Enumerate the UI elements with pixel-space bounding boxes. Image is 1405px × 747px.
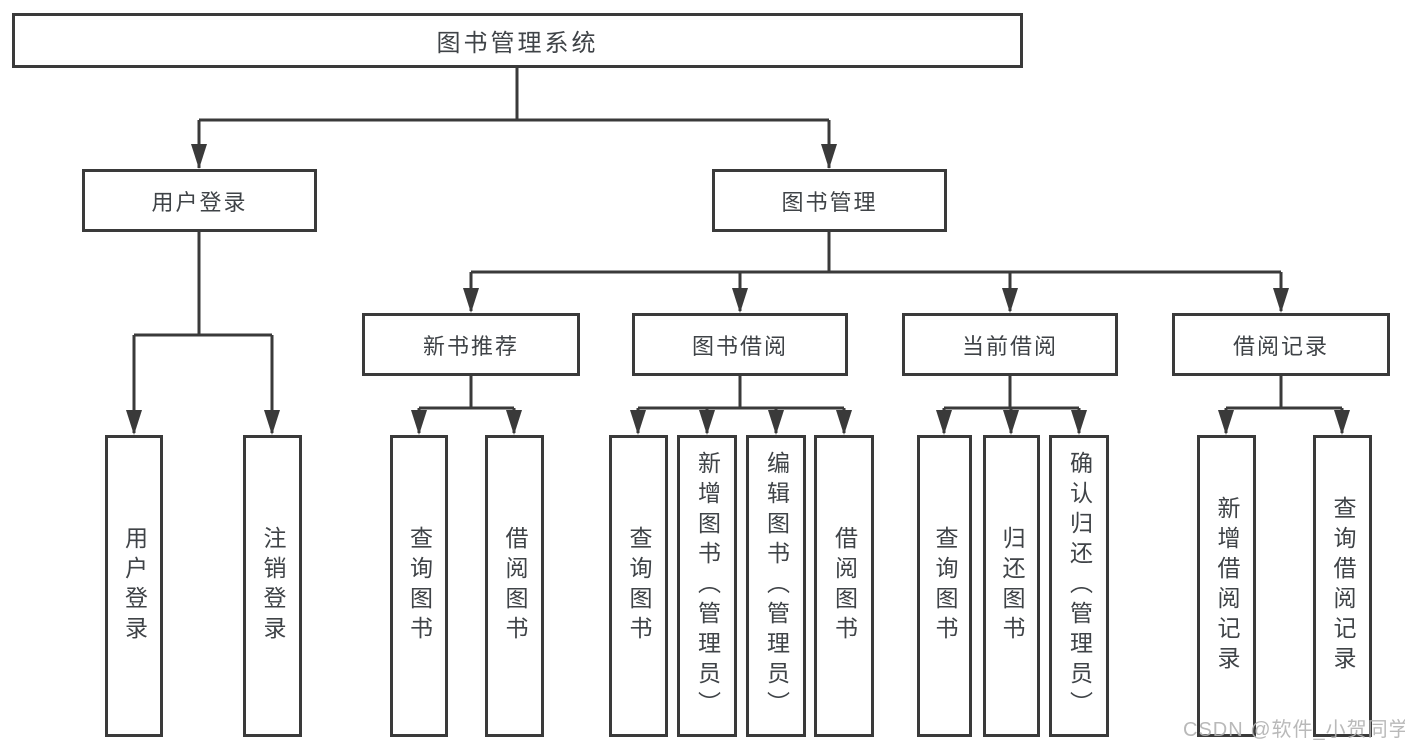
connector-userlogin-to-leaves — [132, 232, 274, 433]
node-logout: 注销登录 — [243, 435, 302, 737]
node-add-books-admin: 新增图书（管理员） — [677, 435, 737, 737]
node-query-books-borrowing: 查询图书 — [609, 435, 668, 737]
node-label: 查询图书 — [406, 526, 433, 646]
node-label: 用户登录 — [121, 526, 148, 646]
node-label: 图书借阅 — [691, 333, 788, 359]
node-label: 编辑图书（管理员） — [763, 451, 790, 721]
node-label: 当前借阅 — [961, 333, 1058, 359]
node-user-login: 用户登录 — [82, 169, 317, 232]
node-label: 新增借阅记录 — [1214, 496, 1240, 676]
arrow-down-icon — [411, 410, 427, 435]
arrow-down-icon — [821, 144, 837, 169]
node-label: 归还图书 — [999, 526, 1025, 646]
arrow-down-icon — [1273, 288, 1289, 313]
node-query-borrow-record: 查询借阅记录 — [1313, 435, 1372, 737]
node-return-books: 归还图书 — [983, 435, 1040, 737]
connector-bookmgmt-to-level3 — [469, 232, 1283, 311]
node-book-management: 图书管理 — [712, 169, 947, 232]
node-new-book-recommend: 新书推荐 — [362, 313, 580, 376]
node-borrow-books-recommend: 借阅图书 — [485, 435, 544, 737]
connector-newbook-to-leaves — [417, 376, 516, 433]
arrow-down-icon — [732, 288, 748, 313]
node-label: 借阅记录 — [1232, 333, 1329, 359]
node-label: 新增图书（管理员） — [694, 451, 721, 721]
node-add-borrow-record: 新增借阅记录 — [1197, 435, 1256, 737]
connector-records-to-leaves — [1224, 376, 1344, 433]
arrow-down-icon — [836, 410, 852, 435]
node-book-borrowing: 图书借阅 — [632, 313, 848, 376]
node-query-books-recommend: 查询图书 — [390, 435, 448, 737]
node-query-books-current: 查询图书 — [917, 435, 972, 737]
connector-root-to-level2 — [197, 67, 831, 168]
node-current-borrowing: 当前借阅 — [902, 313, 1118, 376]
connector-paths — [132, 67, 1344, 433]
arrow-down-icon — [1218, 410, 1234, 435]
arrow-down-icon — [936, 410, 952, 435]
node-label: 确认归还（管理员） — [1066, 451, 1093, 721]
node-label: 图书管理系统 — [436, 30, 599, 57]
node-label: 新书推荐 — [422, 333, 519, 359]
arrow-down-icon — [506, 410, 522, 435]
arrow-down-icon — [1334, 410, 1350, 435]
node-label: 注销登录 — [260, 526, 286, 646]
arrow-down-icon — [191, 144, 207, 169]
node-label: 查询图书 — [626, 526, 652, 646]
node-confirm-return-admin: 确认归还（管理员） — [1049, 435, 1109, 737]
node-root: 图书管理系统 — [12, 13, 1023, 68]
csdn-watermark: CSDN @软件_小贺同学 — [1183, 719, 1405, 741]
node-label: 用户登录 — [151, 189, 248, 215]
node-label: 借阅图书 — [502, 526, 528, 646]
node-label: 借阅图书 — [831, 526, 858, 646]
arrowheads — [126, 144, 1350, 435]
arrow-down-icon — [630, 410, 646, 435]
node-borrow-records: 借阅记录 — [1172, 313, 1390, 376]
arrow-down-icon — [264, 410, 280, 435]
arrow-down-icon — [463, 288, 479, 313]
connector-borrowing-to-leaves — [636, 376, 846, 433]
node-edit-books-admin: 编辑图书（管理员） — [746, 435, 806, 737]
arrow-down-icon — [1003, 410, 1019, 435]
arrow-down-icon — [768, 410, 784, 435]
arrow-down-icon — [1071, 410, 1087, 435]
node-label: 查询借阅记录 — [1330, 496, 1356, 676]
arrow-down-icon — [699, 410, 715, 435]
node-borrow-books-borrowing: 借阅图书 — [814, 435, 874, 737]
node-label: 查询图书 — [932, 526, 958, 646]
node-user-login-leaf: 用户登录 — [105, 435, 163, 737]
arrow-down-icon — [1002, 288, 1018, 313]
arrow-down-icon — [126, 410, 142, 435]
node-label: 图书管理 — [781, 189, 878, 215]
